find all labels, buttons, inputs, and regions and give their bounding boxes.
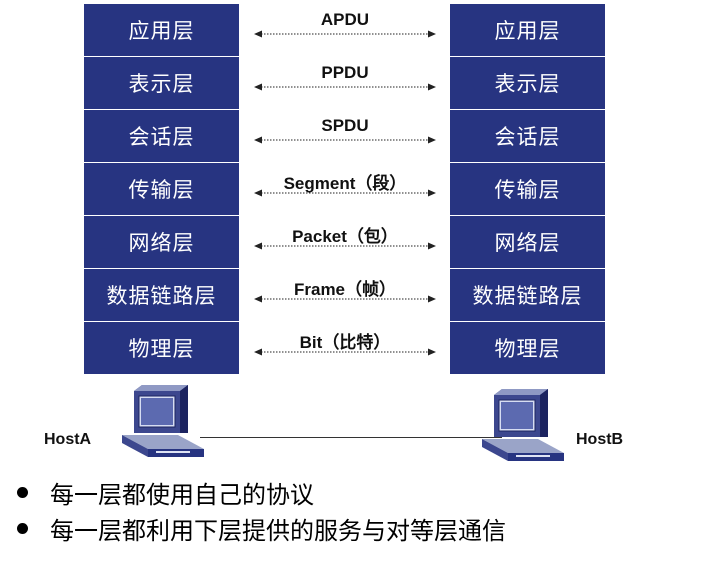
bullet-text: 每一层都使用自己的协议 xyxy=(50,480,314,509)
layer-session-right: 会话层 xyxy=(450,110,605,162)
pdu-label-packet: Packet（包） xyxy=(292,227,398,246)
layer-network-left: 网络层 xyxy=(84,216,239,268)
double-arrow-icon xyxy=(254,242,436,250)
pdu-row-session: SPDU xyxy=(240,110,450,163)
computer-icon xyxy=(482,389,564,461)
double-arrow-icon xyxy=(254,30,436,38)
list-item: 每一层都使用自己的协议 xyxy=(12,474,506,510)
layer-application-right: 应用层 xyxy=(450,4,605,56)
layer-transport-left: 传输层 xyxy=(84,163,239,215)
pdu-row-application: APDU xyxy=(240,4,450,57)
pdu-label-ppdu: PPDU xyxy=(321,63,369,82)
bullet-icon xyxy=(17,522,28,534)
pdu-row-transport: Segment（段） xyxy=(240,163,450,216)
layer-physical-left: 物理层 xyxy=(84,322,239,374)
double-arrow-icon xyxy=(254,295,436,303)
pdu-row-presentation: PPDU xyxy=(240,57,450,110)
double-arrow-icon xyxy=(254,83,436,91)
host-a-layer-stack: 应用层 表示层 会话层 传输层 网络层 数据链路层 物理层 xyxy=(84,4,239,375)
layer-transport-right: 传输层 xyxy=(450,163,605,215)
layer-presentation-right: 表示层 xyxy=(450,57,605,109)
layer-physical-right: 物理层 xyxy=(450,322,605,374)
network-link xyxy=(200,437,502,438)
double-arrow-icon xyxy=(254,189,436,197)
layer-network-right: 网络层 xyxy=(450,216,605,268)
bullet-icon xyxy=(17,486,28,498)
pdu-label-apdu: APDU xyxy=(320,10,370,29)
bullet-text: 每一层都利用下层提供的服务与对等层通信 xyxy=(50,516,506,545)
pdu-column: APDU PPDU SPDU Segment（段） Packet（包） Fram… xyxy=(240,4,450,375)
pdu-row-network: Packet（包） xyxy=(240,216,450,269)
layer-datalink-right: 数据链路层 xyxy=(450,269,605,321)
pdu-label-bit: Bit（比特） xyxy=(299,333,391,352)
layer-datalink-left: 数据链路层 xyxy=(84,269,239,321)
host-b-layer-stack: 应用层 表示层 会话层 传输层 网络层 数据链路层 物理层 xyxy=(450,4,605,375)
host-a-label: HostA xyxy=(44,431,92,448)
layer-application-left: 应用层 xyxy=(84,4,239,56)
pdu-label-spdu: SPDU xyxy=(321,116,369,135)
layer-session-left: 会话层 xyxy=(84,110,239,162)
list-item: 每一层都利用下层提供的服务与对等层通信 xyxy=(12,510,506,546)
double-arrow-icon xyxy=(254,136,436,144)
host-b-label: HostB xyxy=(576,431,624,448)
layer-presentation-left: 表示层 xyxy=(84,57,239,109)
pdu-label-segment: Segment（段） xyxy=(283,174,407,193)
computer-icon xyxy=(122,385,204,457)
double-arrow-icon xyxy=(254,348,436,356)
pdu-row-datalink: Frame（帧） xyxy=(240,269,450,322)
bullet-list: 每一层都使用自己的协议 每一层都利用下层提供的服务与对等层通信 xyxy=(12,474,506,546)
pdu-row-physical: Bit（比特） xyxy=(240,322,450,375)
pdu-label-frame: Frame（帧） xyxy=(293,280,397,299)
